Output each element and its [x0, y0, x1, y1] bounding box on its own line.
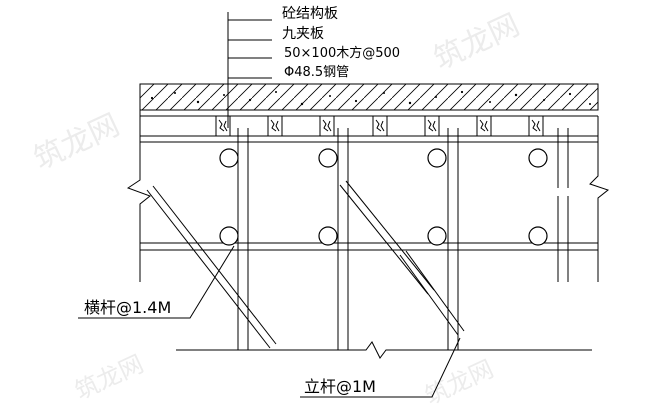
- label-pipe: Φ48.5钢管: [284, 65, 349, 80]
- concrete-slab: [139, 83, 599, 111]
- vertical-post: [337, 128, 349, 350]
- brace-left: [146, 185, 277, 349]
- left-break-edge: [126, 110, 152, 282]
- timber-joist: [424, 115, 440, 137]
- vertical-posts: [237, 128, 569, 350]
- watermark-text: 筑龙网: [429, 7, 525, 77]
- timber-joist: [372, 115, 388, 137]
- steel-pipe-section: [318, 226, 338, 246]
- right-break-edge: [589, 116, 610, 282]
- timber-joist: [267, 115, 283, 137]
- label-slab: 砼结构板: [282, 6, 338, 22]
- steel-pipe-section: [219, 148, 239, 168]
- steel-pipe-section: [219, 226, 239, 246]
- timber-joist: [528, 115, 544, 137]
- watermark-text: 筑龙网: [421, 355, 498, 411]
- timber-joist: [476, 115, 492, 137]
- steel-pipe-section: [528, 148, 548, 168]
- steel-pipe-section: [318, 148, 338, 168]
- label-timber: 50×100木方@500: [284, 45, 400, 61]
- steel-pipe-section: [528, 226, 548, 246]
- vertical-post: [557, 196, 569, 282]
- plywood-layer: [140, 109, 598, 117]
- brace-middle: [339, 180, 435, 295]
- aggregate-dots: [150, 90, 591, 106]
- diagonal-braces: [146, 180, 465, 349]
- steel-pipe-section: [427, 226, 447, 246]
- vertical-post: [557, 128, 569, 188]
- vertical-post-callout: 立杆@1M: [300, 337, 461, 398]
- watermark-text: 筑龙网: [29, 107, 125, 177]
- top-rail: [140, 135, 598, 143]
- brace-right: [399, 250, 465, 336]
- ground-line: [176, 341, 592, 359]
- lower-rail: [140, 242, 598, 251]
- steel-pipes: [219, 148, 548, 246]
- steel-pipe-section: [427, 148, 447, 168]
- top-leader: [227, 12, 272, 128]
- timber-joists: [215, 115, 544, 137]
- horizontal-bar-callout: 横杆@1.4M: [78, 245, 235, 319]
- label-vertical-post: 立杆@1M: [304, 377, 376, 396]
- label-plywood: 九夹板: [282, 26, 324, 42]
- label-horizontal-bar: 横杆@1.4M: [84, 298, 171, 317]
- timber-joist: [319, 115, 335, 137]
- watermark-text: 筑龙网: [71, 350, 148, 406]
- vertical-post: [447, 128, 459, 350]
- vertical-post: [237, 128, 249, 350]
- top-labels: 砼结构板 九夹板 50×100木方@500 Φ48.5钢管: [282, 6, 400, 80]
